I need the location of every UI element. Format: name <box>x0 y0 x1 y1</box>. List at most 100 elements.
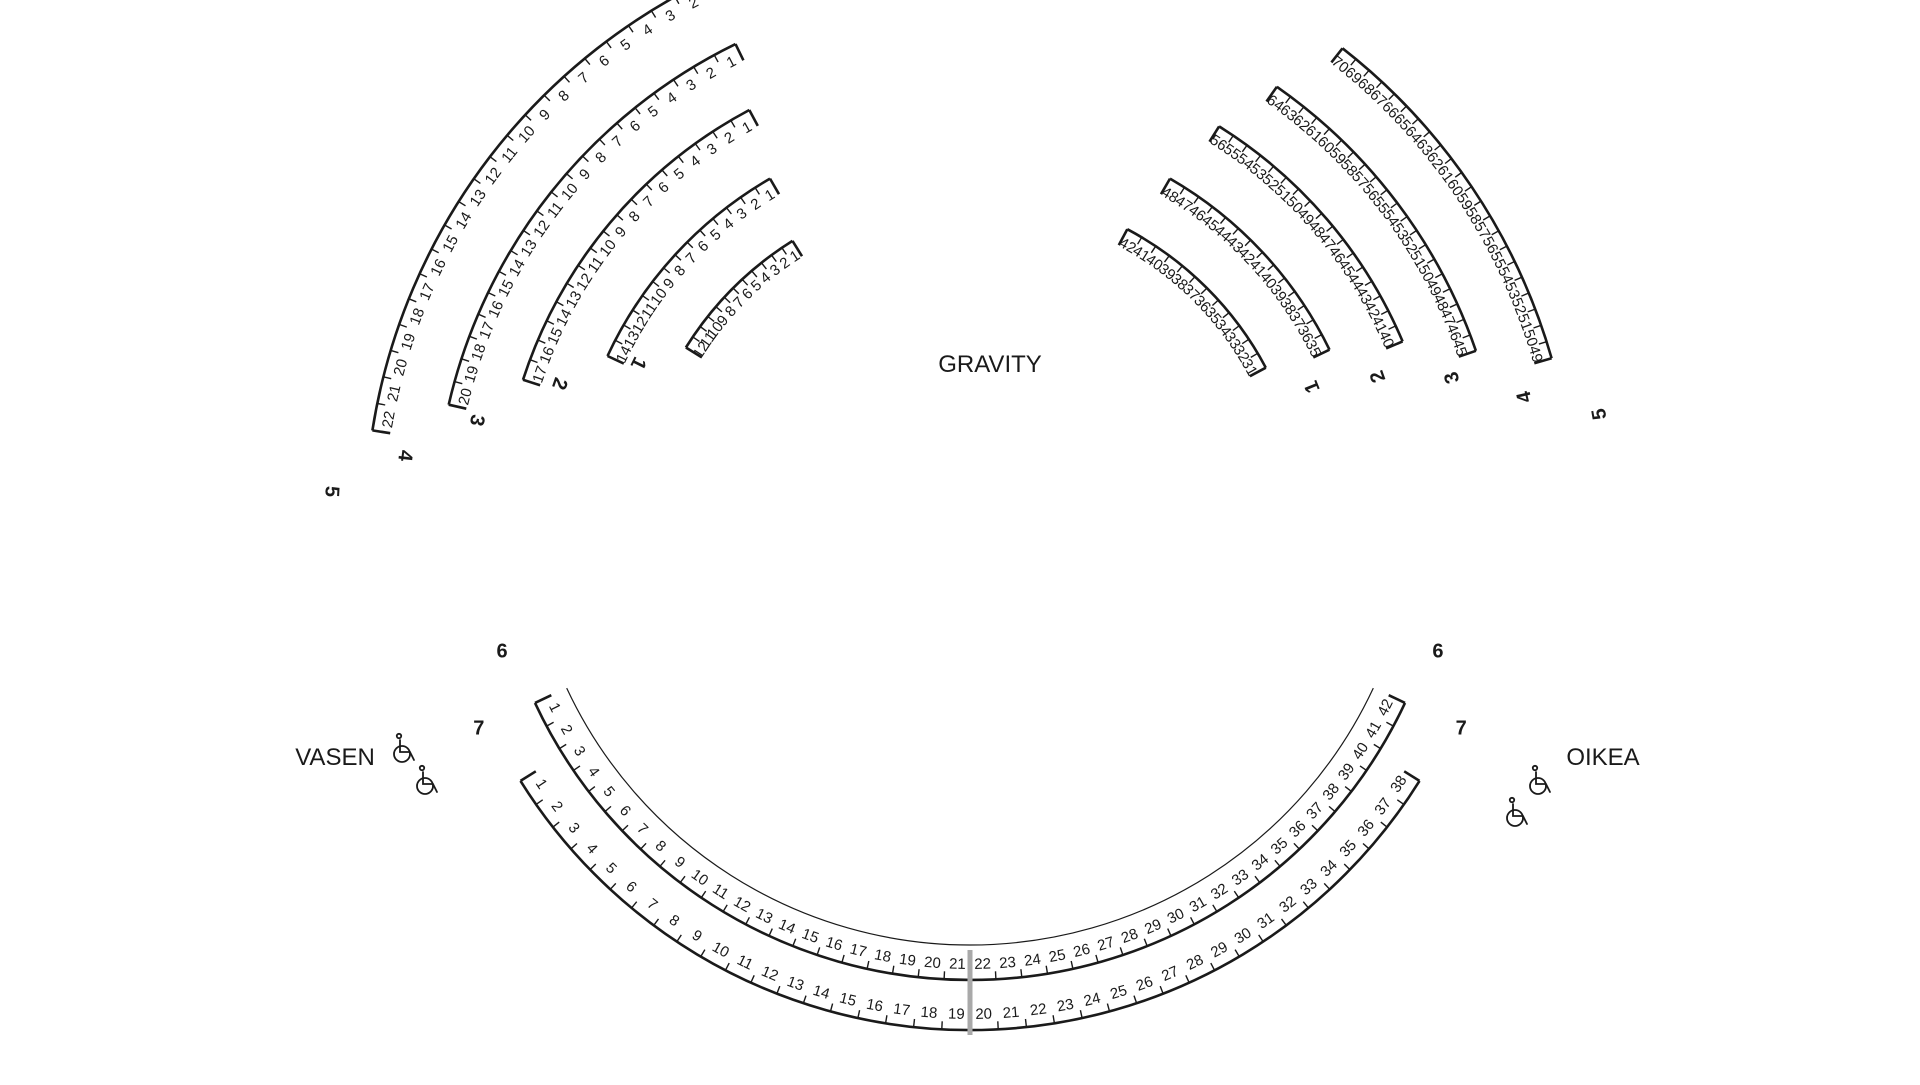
seat-number: 8 <box>652 837 670 855</box>
seat-number: 5 <box>671 165 688 183</box>
seat-number: 13 <box>467 186 490 209</box>
row-label-left: 6 <box>497 640 508 662</box>
seat-number: 5 <box>617 36 634 55</box>
seat-number: 11 <box>498 144 521 167</box>
seat-tick <box>751 975 754 982</box>
seat-number: 17 <box>892 1000 911 1019</box>
seat-tick <box>1186 975 1189 982</box>
seat-tick <box>675 0 679 4</box>
row-label-left: 4 <box>393 449 416 464</box>
seat-number: 38 <box>1319 780 1343 804</box>
seat-tick <box>525 115 531 120</box>
seat-number: 30 <box>1231 924 1254 947</box>
seat-number: 3 <box>704 140 721 159</box>
seat-tick <box>1107 1004 1109 1012</box>
seat-number: 10 <box>596 236 620 260</box>
row-end-cap <box>521 771 536 781</box>
seat-number: 10 <box>688 866 711 890</box>
seat-tick <box>1120 947 1123 955</box>
seat-number: 34 <box>1249 851 1273 875</box>
seat-number: 15 <box>544 325 566 347</box>
seat-tick <box>713 132 717 139</box>
seat-number: 2 <box>548 798 567 815</box>
seat-number: 14 <box>553 306 576 329</box>
seat-tick <box>1303 902 1308 908</box>
seat-tick <box>893 966 894 974</box>
row-end-cap <box>535 695 551 703</box>
seat-number: 17 <box>848 941 868 962</box>
seat-tick <box>1168 929 1171 936</box>
seat-number: 1 <box>710 0 725 1</box>
seat-tick <box>1026 1019 1027 1027</box>
seat-tick <box>654 93 659 99</box>
seat-tick <box>631 199 637 205</box>
seat-tick <box>573 766 580 771</box>
seat-tick <box>544 95 550 101</box>
seat-tick <box>547 722 554 726</box>
seat-tick <box>445 225 452 229</box>
seat-tick <box>678 156 683 162</box>
seat-number: 2 <box>686 0 701 12</box>
row-label-left: 5 <box>320 485 343 497</box>
seat-number: 13 <box>563 288 586 311</box>
seat-tick <box>664 268 670 273</box>
seat-tick <box>701 891 705 898</box>
seat-number: 3 <box>683 76 699 95</box>
seat-number: 41 <box>1362 718 1385 741</box>
seat-number: 6 <box>616 802 634 820</box>
seat-tick <box>701 950 705 957</box>
seat-tick <box>755 188 759 195</box>
seat-tick <box>536 800 543 805</box>
seat-number: 2 <box>557 722 576 738</box>
seat-number: 42 <box>1374 696 1397 719</box>
seat-tick <box>918 969 919 977</box>
seat-number: 12 <box>573 270 596 293</box>
seat-tick <box>1234 891 1238 898</box>
wheelchair-icon-head <box>1533 766 1537 770</box>
seat-number: 37 <box>1371 795 1395 819</box>
right-side-label: OIKEA <box>1566 744 1639 771</box>
wheelchair-icon-head <box>397 734 401 738</box>
seat-number: 29 <box>1142 916 1164 938</box>
seat-tick <box>507 135 513 140</box>
seat-tick <box>817 947 820 955</box>
seat-tick <box>1329 806 1335 811</box>
row-label-right: 1 <box>1300 377 1325 396</box>
row-label-left: 7 <box>473 717 484 739</box>
seat-number: 3 <box>734 205 751 224</box>
seat-tick <box>1324 883 1330 889</box>
seat-tick <box>1360 766 1367 771</box>
seat-tick <box>1144 939 1147 946</box>
seat-number: 22 <box>379 410 399 429</box>
seat-number: 28 <box>1119 925 1141 947</box>
seat-number: 1 <box>532 776 551 792</box>
row-label-right: 7 <box>1456 717 1467 739</box>
seat-number: 32 <box>1208 880 1231 903</box>
seat-tick <box>1381 822 1387 827</box>
wheelchair-icon <box>1530 766 1550 794</box>
seat-number: 15 <box>800 925 822 947</box>
seat-tick <box>462 359 470 362</box>
seat-tick <box>694 67 698 74</box>
seat-tick <box>675 255 681 260</box>
seat-tick <box>567 174 573 179</box>
seat-number: 7 <box>575 69 592 87</box>
seat-tick <box>1080 1010 1082 1018</box>
seat-number: 6 <box>627 117 644 135</box>
seat-tick <box>803 996 806 1004</box>
seat-number: 18 <box>468 342 490 363</box>
wheelchair-icon-frame <box>400 740 414 760</box>
wheelchair-icon <box>394 734 414 762</box>
seat-number: 20 <box>975 1006 992 1023</box>
left-side-label: VASEN <box>295 744 375 771</box>
seat-tick <box>654 919 659 925</box>
seat-number: 8 <box>555 87 573 105</box>
seat-tick <box>1363 844 1369 849</box>
seat-tick <box>1096 955 1098 963</box>
seat-tick <box>1053 1015 1054 1023</box>
seat-tick <box>714 55 718 62</box>
seat-number: 10 <box>709 938 732 961</box>
seat-number: 19 <box>461 364 482 385</box>
seat-number: 19 <box>398 331 419 352</box>
